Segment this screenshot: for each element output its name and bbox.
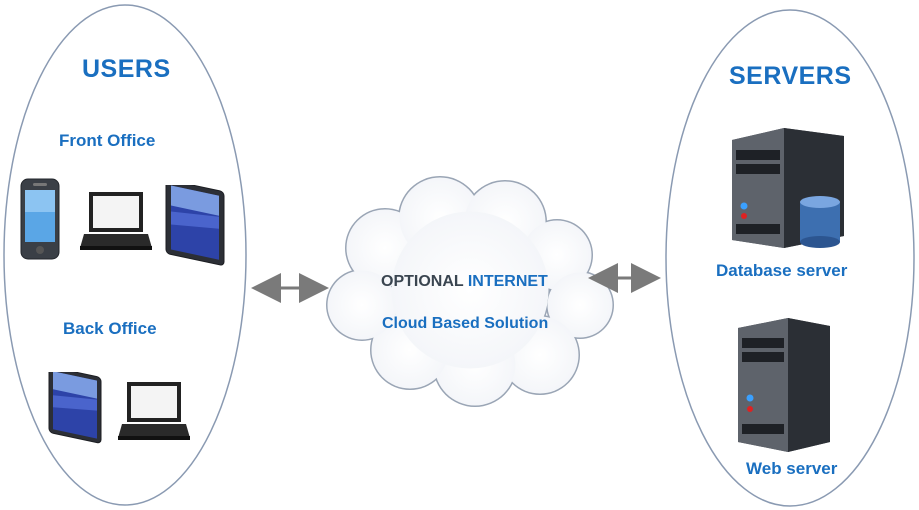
cloud-line-1: OPTIONAL INTERNET bbox=[381, 273, 548, 291]
database-cylinder bbox=[800, 196, 840, 248]
cloud-line-2: Cloud Based Solution bbox=[382, 315, 549, 332]
servers-ellipse bbox=[665, 9, 915, 507]
internet-text: INTERNET bbox=[467, 273, 548, 290]
servers-title: SERVERS bbox=[729, 62, 852, 90]
web-server-label: Web server bbox=[746, 459, 838, 478]
back-office-label: Back Office bbox=[63, 319, 157, 338]
tablet-icon bbox=[165, 185, 225, 266]
laptop-icon bbox=[118, 382, 190, 440]
laptop-icon bbox=[80, 192, 152, 250]
users-ellipse bbox=[3, 4, 247, 506]
tablet-icon bbox=[48, 372, 102, 444]
cloud-shape bbox=[326, 176, 614, 407]
optional-text: OPTIONAL bbox=[381, 273, 464, 290]
users-title: USERS bbox=[82, 55, 171, 83]
web-server-icon bbox=[738, 318, 830, 452]
front-office-label: Front Office bbox=[59, 131, 156, 150]
database-server-icon bbox=[732, 128, 844, 248]
smartphone-icon bbox=[20, 178, 60, 260]
database-server-label: Database server bbox=[716, 261, 848, 280]
